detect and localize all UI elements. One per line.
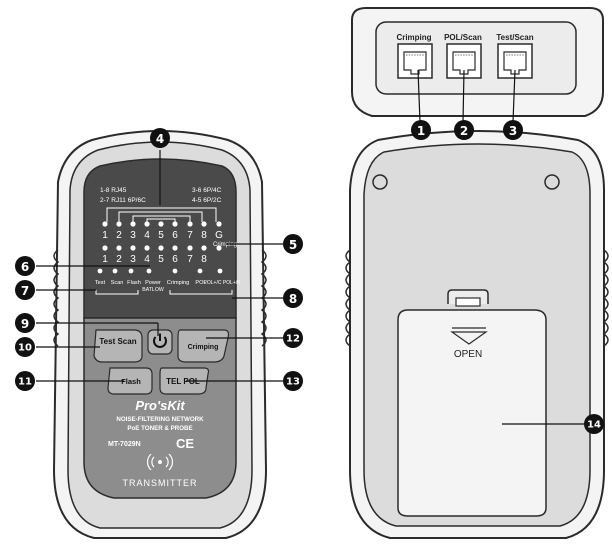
status-led-row: Test Scan Flash Power Crimping POL POL+/… — [95, 268, 242, 293]
led-num: 3 — [130, 230, 136, 241]
callout-14: 14 — [584, 414, 604, 434]
led-num: 2 — [116, 254, 122, 265]
port-label-test-scan: Test/Scan — [496, 33, 533, 42]
callout-7: 7 — [15, 280, 35, 300]
status-label-flash: Flash — [127, 280, 141, 286]
led-num: 1 — [102, 254, 108, 265]
port-pol-scan: POL/Scan — [444, 33, 482, 79]
callout-5: 5 — [283, 234, 303, 254]
crimping-led-label: Crimping — [213, 242, 237, 248]
callout-8: 8 — [283, 288, 303, 308]
leader-lines — [36, 150, 584, 425]
status-label-polc-polb: POL+/C POL+/B — [204, 280, 242, 286]
display-panel — [83, 158, 237, 319]
status-label-pol: POL — [195, 280, 206, 286]
status-label-scan: Scan — [111, 280, 124, 286]
svg-text:3: 3 — [509, 124, 517, 138]
callout-13: 13 — [283, 371, 303, 391]
screw-left — [372, 174, 388, 190]
svg-text:9: 9 — [21, 317, 29, 331]
status-label-test: Test — [95, 280, 106, 286]
top-port-unit: Crimping POL/Scan Test/Scan — [351, 7, 604, 123]
power-icon — [153, 333, 167, 348]
batlow-label: BATLOW — [142, 287, 164, 293]
led-num: 5 — [158, 254, 164, 265]
open-arrow-icon — [450, 327, 488, 345]
svg-text:8: 8 — [289, 292, 297, 306]
wiremap-label-rj11: 2-7 RJ11 6P/6C — [100, 197, 146, 204]
led-num: 7 — [187, 230, 193, 241]
model-number: MT-7029N — [108, 441, 141, 448]
port-label-pol-scan: POL/Scan — [444, 33, 482, 42]
led-row-2: 1 2 3 4 5 6 7 8 — [102, 245, 222, 265]
control-panel — [83, 317, 237, 499]
wiremap-label-6p2c: 4-5 6P/2C — [192, 197, 222, 204]
brand-logo: Pro'sKit — [135, 398, 185, 413]
svg-text:5: 5 — [289, 238, 297, 252]
test-scan-label: Test Scan — [99, 337, 136, 346]
crimping-button[interactable]: Crimping — [177, 329, 230, 363]
status-label-crimping: Crimping — [167, 280, 189, 286]
transmitter-label: TRANSMITTER — [123, 478, 198, 488]
led-num: 4 — [144, 230, 150, 241]
flash-button-label: Flash — [121, 377, 141, 386]
callout-2: 2 — [454, 120, 474, 140]
battery-latch[interactable] — [447, 289, 489, 307]
led-num: G — [215, 230, 223, 241]
svg-text:2: 2 — [460, 124, 468, 138]
callout-4: 4 — [150, 128, 170, 148]
wiremap-label-rj45: 1-8 RJ45 — [100, 187, 127, 194]
power-button[interactable] — [147, 329, 173, 355]
led-num: 1 — [102, 230, 108, 241]
open-label: OPEN — [454, 349, 482, 360]
svg-text:12: 12 — [286, 334, 300, 345]
svg-text:1: 1 — [417, 124, 425, 138]
callout-11: 11 — [15, 371, 35, 391]
flash-button[interactable]: Flash — [107, 367, 153, 395]
led-num: 3 — [130, 254, 136, 265]
ce-mark: CE — [176, 436, 194, 451]
led-num: 8 — [201, 230, 207, 241]
led-num: 8 — [201, 254, 207, 265]
svg-text:6: 6 — [21, 260, 29, 274]
radio-signal-icon — [147, 453, 173, 471]
callout-10: 10 — [15, 337, 35, 357]
led-num: 6 — [172, 230, 178, 241]
tel-pol-button[interactable]: TEL POL — [159, 367, 210, 395]
led-num: 4 — [144, 254, 150, 265]
led-row-1: 1 2 3 4 5 6 7 8 G — [102, 221, 223, 241]
svg-text:13: 13 — [286, 377, 300, 388]
callout-1: 1 — [411, 120, 431, 140]
status-label-power: Power — [145, 280, 161, 286]
callout-9: 9 — [15, 313, 35, 333]
test-scan-button[interactable]: Test Scan — [93, 329, 143, 363]
front-device: 1-8 RJ45 2-7 RJ11 6P/6C 3-6 6P/4C 4-5 6P… — [52, 130, 268, 539]
port-label-crimping: Crimping — [396, 33, 431, 42]
product-line-1: NOISE-FILTERING NETWORK — [116, 416, 204, 423]
svg-text:4: 4 — [156, 132, 164, 146]
led-num: 5 — [158, 230, 164, 241]
callout-3: 3 — [503, 120, 523, 140]
svg-text:10: 10 — [18, 343, 32, 354]
tel-pol-label: TEL POL — [166, 377, 200, 386]
screw-right — [544, 174, 560, 190]
svg-text:7: 7 — [21, 284, 29, 298]
callout-markers: 1 2 3 4 5 6 7 8 9 10 11 12 13 14 — [15, 120, 604, 434]
svg-text:14: 14 — [587, 420, 601, 431]
wiremap-label-6p4c: 3-6 6P/4C — [192, 187, 222, 194]
callout-12: 12 — [283, 328, 303, 348]
led-num: 6 — [172, 254, 178, 265]
product-line-2: PoE TONER & PROBE — [127, 425, 192, 432]
back-device: OPEN — [345, 130, 609, 539]
port-crimping: Crimping — [396, 33, 433, 79]
svg-text:11: 11 — [18, 377, 32, 388]
crimping-button-label: Crimping — [188, 344, 219, 351]
led-num: 2 — [116, 230, 122, 241]
callout-6: 6 — [15, 256, 35, 276]
battery-cover[interactable] — [397, 309, 547, 517]
led-num: 7 — [187, 254, 193, 265]
